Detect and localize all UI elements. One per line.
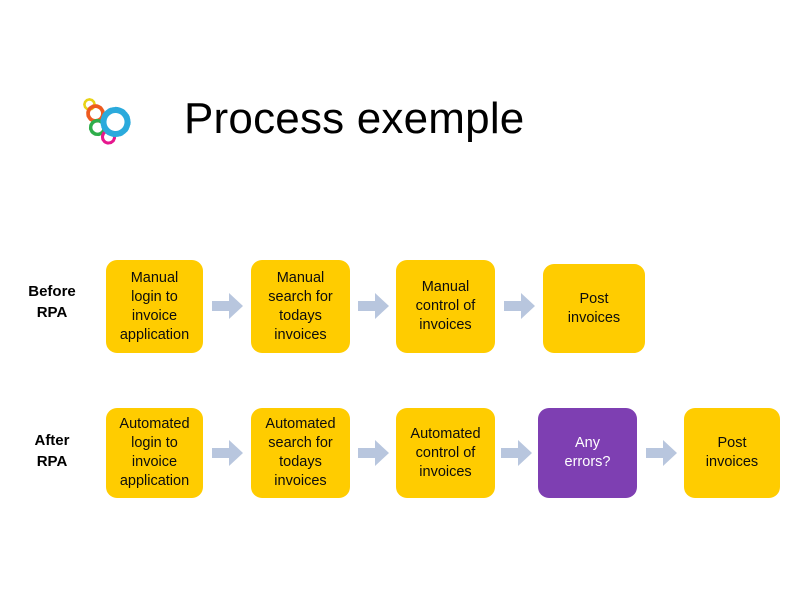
flow-arrow-icon xyxy=(646,438,678,468)
process-step-label: Automated search for todays invoices xyxy=(265,416,336,489)
row-label-after-rpa: After RPA xyxy=(6,430,98,472)
page-title: Process exemple xyxy=(184,94,525,143)
process-row-before-rpa: Before RPA Manual login to invoice appli… xyxy=(0,260,799,353)
row-label-line-2: RPA xyxy=(36,453,68,470)
row-label-line-1: After xyxy=(34,432,70,449)
process-step-label: Automated login to invoice application xyxy=(119,416,190,489)
process-step-after-1[interactable]: Automated login to invoice application xyxy=(106,408,203,498)
process-row-after-rpa: After RPA Automated login to invoice app… xyxy=(0,408,799,498)
process-step-label: Manual control of invoices xyxy=(415,279,476,333)
process-step-before-3[interactable]: Manual control of invoices xyxy=(396,260,495,353)
flow-arrow-icon xyxy=(212,291,244,321)
process-step-label: Manual login to invoice application xyxy=(119,269,190,343)
flow-arrow-icon xyxy=(358,438,390,468)
process-step-label: Automated control of invoices xyxy=(410,425,481,480)
process-step-label: Manual search for todays invoices xyxy=(268,269,333,343)
row-label-before-rpa: Before RPA xyxy=(6,281,98,323)
flow-arrow-icon xyxy=(212,438,244,468)
process-step-before-4[interactable]: Post invoices xyxy=(543,264,645,353)
process-step-after-2[interactable]: Automated search for todays invoices xyxy=(251,408,350,498)
process-step-before-2[interactable]: Manual search for todays invoices xyxy=(251,260,350,353)
slide-title-block: Process exemple xyxy=(80,92,720,156)
process-step-label: Any errors? xyxy=(564,435,611,470)
row-label-line-1: Before xyxy=(28,283,76,300)
flow-arrow-icon xyxy=(501,438,533,468)
row-label-line-2: RPA xyxy=(36,304,68,321)
gears-icon xyxy=(80,94,136,150)
process-step-label: Post invoices xyxy=(705,435,759,470)
process-step-after-3[interactable]: Automated control of invoices xyxy=(396,408,495,498)
process-step-label: Post invoices xyxy=(567,290,621,326)
process-step-after-decision[interactable]: Any errors? xyxy=(538,408,637,498)
process-step-before-1[interactable]: Manual login to invoice application xyxy=(106,260,203,353)
flow-arrow-icon xyxy=(358,291,390,321)
flow-arrow-icon xyxy=(504,291,536,321)
process-step-after-5[interactable]: Post invoices xyxy=(684,408,780,498)
